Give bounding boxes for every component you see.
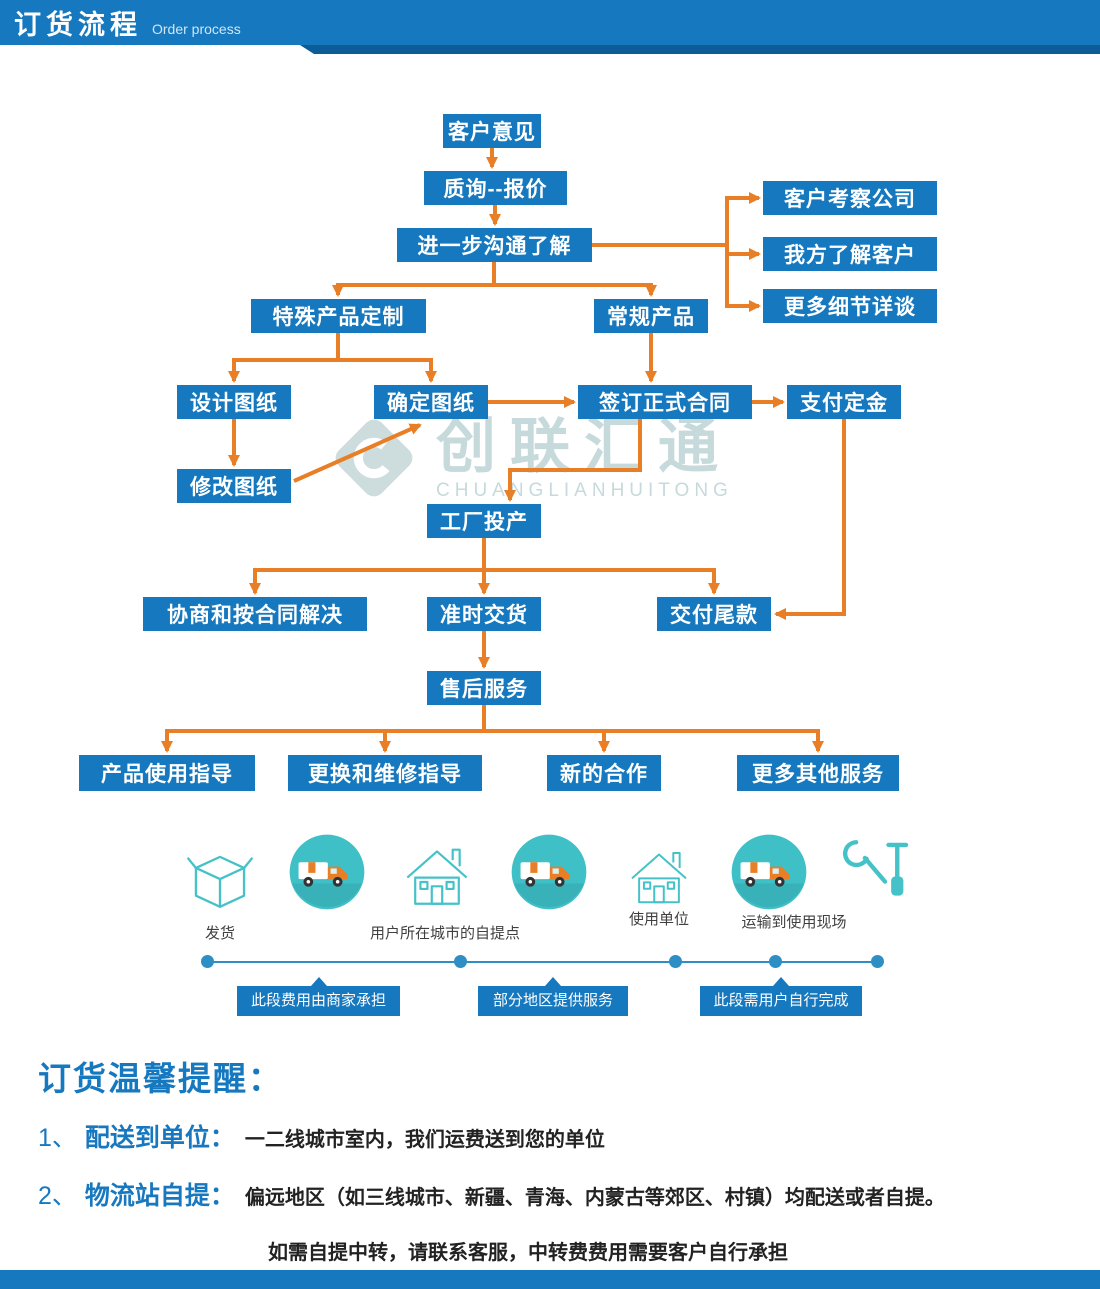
flow-node-replace-repair-guide: 更换和维修指导 (288, 755, 482, 791)
flow-node-more-services: 更多其他服务 (737, 755, 899, 791)
brand-logo-icon (335, 419, 413, 497)
delivery-truck-icon (511, 834, 587, 910)
brand-watermark-text: 创联汇通 CHUANGLIANHUITONG (436, 415, 733, 502)
flow-node-sign-contract: 签订正式合同 (578, 385, 752, 419)
timeline-dot (201, 955, 214, 968)
flow-node-design-drawing: 设计图纸 (177, 385, 291, 419)
flow-node-after-sales: 售后服务 (427, 671, 541, 705)
reminder-item-text: 一二线城市室内，我们运费送到您的单位 (244, 1129, 605, 1151)
flow-node-more-details: 更多细节详谈 (763, 289, 937, 323)
reminder-item-number: 2、 (38, 1182, 77, 1210)
label-user-unit: 使用单位 (628, 911, 689, 928)
flow-node-usage-guide: 产品使用指导 (79, 755, 255, 791)
brand-name-en: CHUANGLIANHUITONG (436, 479, 733, 501)
label-ship: 发货 (204, 925, 235, 942)
flow-node-regular-product: 常规产品 (594, 299, 708, 333)
pickup-house-icon (406, 848, 468, 905)
flow-node-pay-deposit: 支付定金 (787, 385, 901, 419)
package-icon (186, 855, 254, 908)
user-unit-house-icon (631, 851, 687, 904)
reminder-note: 如需自提中转，请联系客服，中转费费用需要客户自行承担 (268, 1242, 788, 1264)
tag-partial-area-service: 部分地区提供服务 (478, 977, 628, 1016)
delivery-truck-icon (731, 834, 807, 910)
label-transport-site: 运输到使用现场 (741, 914, 847, 931)
page-subtitle: Order process (152, 20, 241, 37)
timeline-dot (669, 955, 682, 968)
flow-node-we-know-customer: 我方了解客户 (763, 237, 937, 271)
page-title: 订货流程 (14, 10, 142, 40)
flow-node-on-time-delivery: 准时交货 (427, 597, 541, 631)
reminder-item-delivery: 1、 配送到单位： 一二线城市室内，我们运费送到您的单位 (38, 1118, 605, 1154)
header-fold-accent (300, 45, 1100, 54)
header: 订货流程 Order process (0, 0, 1100, 45)
flow-node-confirm-drawing: 确定图纸 (374, 385, 488, 419)
delivery-truck-icon (289, 834, 365, 910)
flow-node-special-custom: 特殊产品定制 (251, 299, 426, 333)
tag-user-self-complete: 此段需用户自行完成 (700, 977, 862, 1016)
reminder-item-label: 物流站自提： (84, 1182, 235, 1210)
flow-node-new-cooperation: 新的合作 (547, 755, 661, 791)
flow-node-customer-feedback: 客户意见 (443, 114, 541, 148)
timeline-dot (769, 955, 782, 968)
reminder-item-label: 配送到单位： (84, 1124, 235, 1152)
label-pickup-point: 用户所在城市的自提点 (369, 925, 520, 942)
reminder-title: 订货温馨提醒： (38, 1060, 283, 1097)
timeline-dot (454, 955, 467, 968)
timeline-dot (871, 955, 884, 968)
timeline-line (207, 961, 877, 963)
flow-node-customer-visit: 客户考察公司 (763, 181, 937, 215)
footer-bar (0, 1270, 1100, 1289)
brand-watermark: 创联汇通 CHUANGLIANHUITONG (328, 412, 733, 504)
tools-icon (843, 840, 909, 896)
flow-node-factory-start: 工厂投产 (427, 504, 541, 538)
tag-merchant-covers-cost: 此段费用由商家承担 (237, 977, 400, 1016)
reminder-item-pickup: 2、 物流站自提： 偏远地区（如三线城市、新疆、青海、内蒙古等郊区、村镇）均配送… (38, 1176, 945, 1212)
reminder-item-number: 1、 (38, 1124, 77, 1152)
brand-name: 创联汇通 (436, 412, 732, 480)
flow-node-further-comm: 进一步沟通了解 (397, 228, 592, 262)
flow-node-inquiry-quote: 质询--报价 (424, 171, 567, 205)
flow-node-pay-balance: 交付尾款 (657, 597, 771, 631)
flow-node-modify-drawing: 修改图纸 (177, 469, 291, 503)
flow-node-negotiate-resolve: 协商和按合同解决 (143, 597, 367, 631)
reminder-item-text: 偏远地区（如三线城市、新疆、青海、内蒙古等郊区、村镇）均配送或者自提。 (244, 1187, 945, 1209)
